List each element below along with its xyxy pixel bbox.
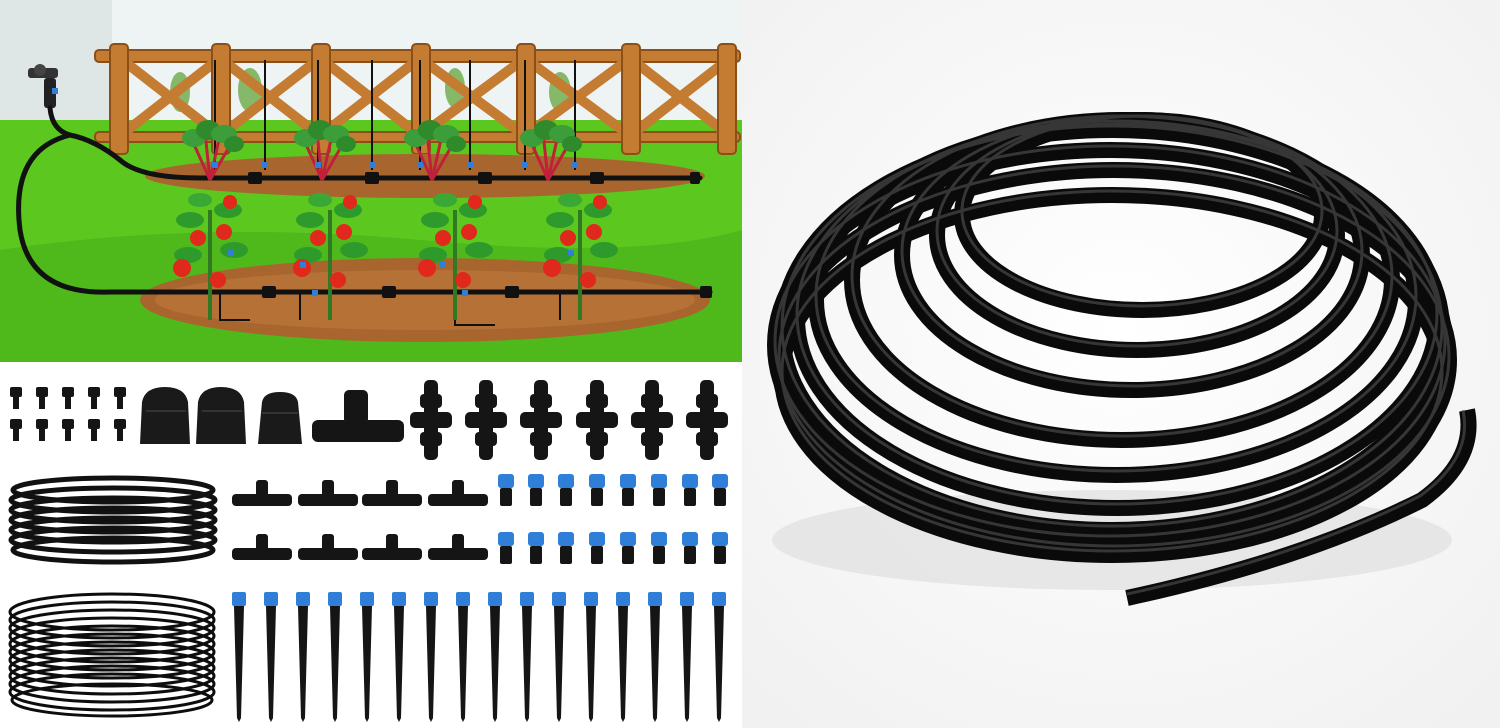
tee-connectors-small [232, 480, 488, 560]
tube-coil-small [8, 475, 218, 565]
sprinkler-stakes [232, 592, 726, 722]
chard-plants [182, 120, 582, 181]
faucet [28, 64, 58, 108]
irrigation-kit-parts [0, 362, 742, 728]
garden-illustration [0, 0, 742, 362]
irrigation-tubes [16, 105, 713, 295]
hose-tail [1125, 408, 1477, 606]
hose-coil-drawing [742, 0, 1500, 728]
tube-coil-large [8, 592, 216, 718]
cross-connectors [410, 380, 728, 460]
tee-connector-large [312, 390, 404, 442]
end-caps [140, 387, 302, 444]
pepper-plants [173, 193, 618, 320]
coil-loops [767, 112, 1457, 563]
garden-scene [0, 0, 742, 362]
black-tubing-coil [742, 0, 1500, 728]
small-plugs [10, 387, 126, 441]
blue-couplers [498, 474, 728, 564]
tube-connectors [52, 88, 712, 298]
parts-drawing [8, 380, 728, 722]
